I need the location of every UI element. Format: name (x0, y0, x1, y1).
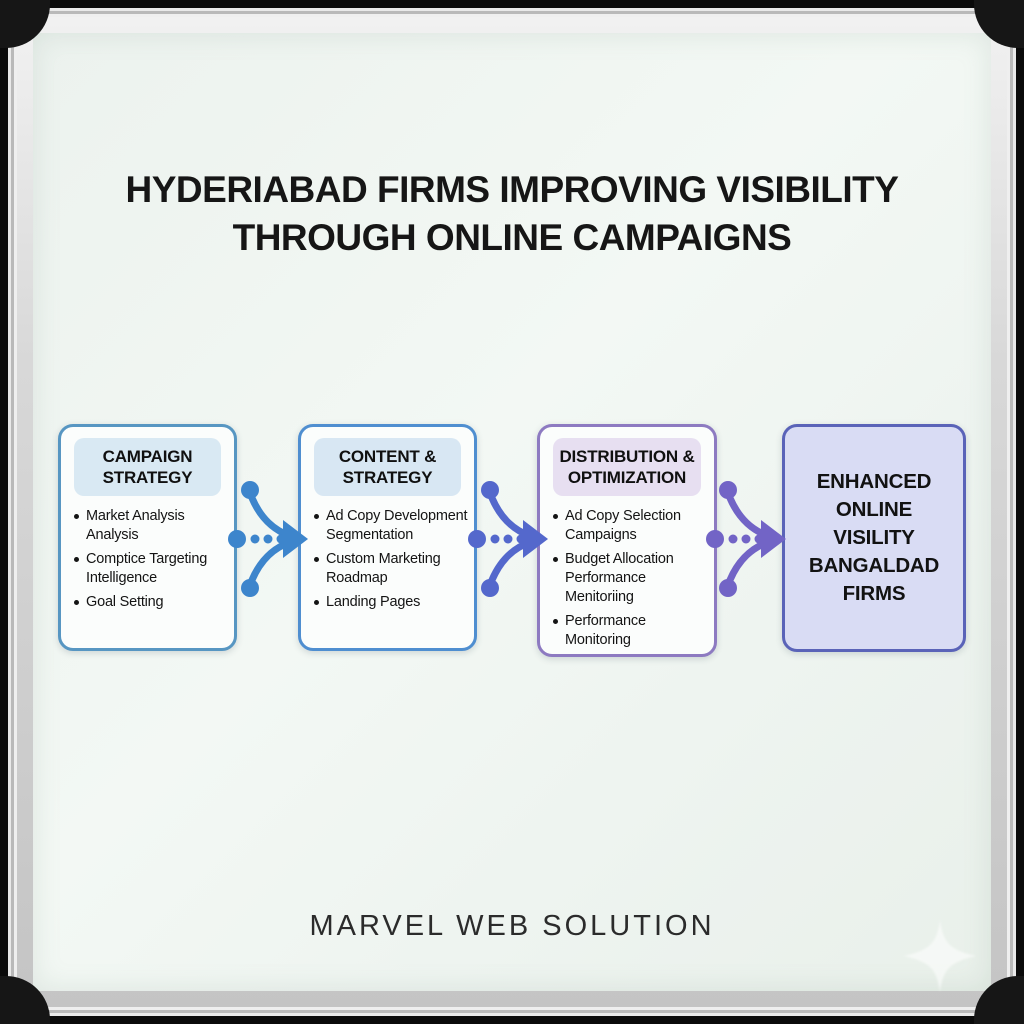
bullet-item: Market Analysis Analysis (71, 507, 228, 545)
bullet-item: Performance Monitoring (550, 612, 708, 650)
result-line: VISILITY (833, 526, 915, 549)
bullet-list: Market Analysis Analysis Comptice Target… (71, 507, 228, 612)
result-line: BANGALDAD (808, 554, 940, 577)
result-line: FIRMS (842, 582, 906, 605)
flow-arrow-3 (706, 481, 786, 597)
flow-box-distribution-optimization: DISTRIBUTION & OPTIMIZATION Ad Copy Sele… (537, 424, 717, 657)
brand-text: MARVEL WEB SOLUTION (309, 910, 715, 942)
bullet-item: Goal Setting (71, 593, 228, 612)
bullet-item: Custom Marketing Roadmap (311, 550, 468, 588)
bullet-list: Ad Copy Development Segmentation Custom … (311, 507, 468, 612)
bullet-item: Budget Allocation Performance Menitoriin… (550, 550, 708, 607)
diagram-title-line2: THROUGH ONLINE CAMPAIGNS (232, 217, 792, 258)
flow-box-campaign-strategy: CAMPAIGN STRATEGY Market Analysis Analys… (58, 424, 237, 651)
flow-arrow-2 (468, 481, 548, 597)
box-header-content-strategy: CONTENT & STRATEGY (314, 438, 461, 496)
flow-arrow-1 (228, 481, 308, 597)
result-text: ENHANCED ONLINE VISILITY BANGALDAD FIRMS (808, 468, 940, 608)
diagram-title-line1: HYDERIABAD FIRMS IMPROVING VISIBILITY (125, 169, 899, 210)
flow-box-enhanced-visibility: ENHANCED ONLINE VISILITY BANGALDAD FIRMS (782, 424, 966, 652)
result-line: ENHANCED (816, 470, 932, 493)
box-header-campaign-strategy: CAMPAIGN STRATEGY (74, 438, 221, 496)
box-header-distribution-optimization: DISTRIBUTION & OPTIMIZATION (553, 438, 701, 496)
flow-box-content-strategy: CONTENT & STRATEGY Ad Copy Development S… (298, 424, 477, 651)
result-line: ONLINE (835, 498, 913, 521)
bullet-item: Comptice Targeting Intelligence (71, 550, 228, 588)
bullet-item: Ad Copy Development Segmentation (311, 507, 468, 545)
sparkle-icon (904, 920, 976, 992)
bullet-item: Landing Pages (311, 593, 468, 612)
diagram-title: HYDERIABAD FIRMS IMPROVING VISIBILITY TH… (60, 166, 964, 262)
bullet-list: Ad Copy Selection Campaigns Budget Alloc… (550, 507, 708, 650)
bullet-item: Ad Copy Selection Campaigns (550, 507, 708, 545)
